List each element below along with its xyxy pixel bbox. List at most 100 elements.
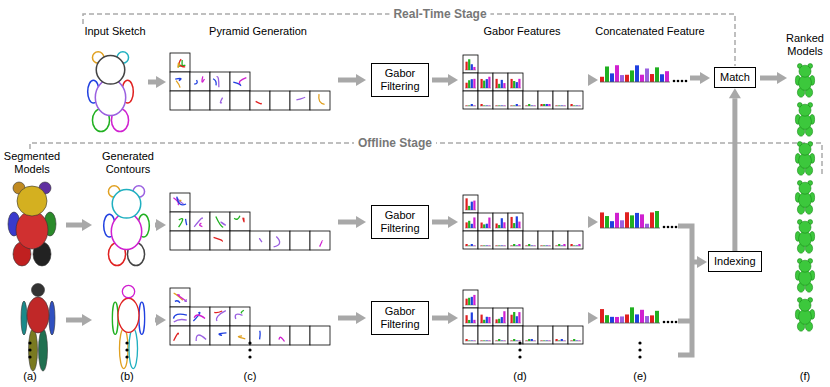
feature-bar [513, 223, 515, 228]
teddy-model [795, 103, 814, 137]
contour-fragment [179, 219, 183, 228]
contour-fragment [173, 314, 186, 319]
pyramid-cell [290, 231, 310, 250]
arrow-head [156, 76, 166, 88]
feature-bar [516, 245, 518, 247]
teddy-model [795, 142, 814, 176]
pyramid-cell [190, 231, 210, 250]
baseline [525, 341, 536, 342]
ellipsis-dot [671, 226, 674, 229]
baseline [510, 106, 521, 107]
baseline [495, 106, 506, 107]
contour-fragment [216, 217, 223, 228]
contour-fragment [194, 80, 197, 84]
ellipsis-dot [248, 348, 251, 351]
feature-bar [483, 224, 485, 228]
concat-bar [620, 316, 624, 323]
concat-bar [610, 221, 614, 228]
arrow [588, 312, 598, 324]
feature-cell [478, 91, 493, 109]
contour-fragment [235, 314, 242, 319]
feature-bar [468, 340, 470, 342]
feature-bar [546, 245, 548, 247]
arrow-shaft [155, 223, 156, 228]
concat-bar [650, 74, 654, 82]
feature-bar [466, 299, 468, 305]
feature-bar [498, 339, 500, 341]
feature-bar [513, 81, 515, 88]
feature-bar [481, 340, 483, 342]
ellipsis-dot [125, 355, 128, 358]
concat-bar [620, 220, 624, 228]
model-part [27, 297, 49, 333]
teddy-model [8, 182, 56, 266]
feature-bar [471, 79, 473, 88]
model-part [122, 285, 134, 297]
caption-label: (d) [513, 370, 526, 383]
baseline [600, 323, 660, 324]
feature-bar [501, 317, 503, 323]
pyramid-cell [250, 91, 270, 110]
feature-bar [541, 340, 543, 342]
pyramid-cell [190, 326, 210, 345]
feature-bar [468, 59, 470, 70]
feature-bar [516, 316, 518, 323]
feature-bar [503, 83, 505, 88]
pyramid-cell [310, 231, 330, 250]
ellipsis-dot [681, 80, 684, 83]
arrow-head [588, 312, 598, 324]
feature-bar [488, 317, 490, 323]
concat-bar [620, 75, 624, 82]
ellipsis-dot [667, 226, 670, 229]
teddy-model [104, 186, 150, 266]
contour-fragment [214, 311, 222, 313]
arrow-shaft [432, 220, 448, 225]
process-box: Indexing [708, 251, 762, 272]
contour-fragment [202, 76, 205, 82]
feature-bar [511, 245, 513, 247]
feature-bar [571, 244, 573, 246]
feature-bar [571, 340, 573, 342]
arrow-head [588, 74, 598, 86]
feature-bar [466, 222, 468, 228]
human-model [112, 285, 144, 368]
pyramid-cell [170, 288, 190, 307]
concat-bar [605, 216, 609, 228]
model-part [799, 182, 811, 194]
pyramid-cell [230, 91, 250, 110]
feature-bar [483, 105, 485, 107]
box-text: Indexing [714, 255, 756, 268]
feature-cell [493, 308, 508, 326]
contour-fragment [234, 216, 240, 219]
feature-cell [553, 91, 568, 109]
process-box: Gabor Filtering [371, 301, 429, 335]
feature-cell [523, 326, 538, 344]
feature-bar [481, 79, 483, 88]
feature-cell [523, 91, 538, 109]
feature-bar [496, 223, 498, 228]
ellipsis-dot [248, 341, 251, 344]
feature-bar [511, 217, 513, 228]
ellipsis-dot [125, 348, 128, 351]
feature-bar [541, 104, 543, 106]
caption-label: Generated Contours [96, 150, 160, 176]
feature-bar [558, 244, 560, 246]
connector [729, 88, 741, 251]
feature-bar [516, 104, 518, 106]
contour-fragment [238, 336, 245, 339]
feature-bar [543, 245, 545, 247]
concat-bar [610, 73, 614, 82]
box-text: Match [720, 71, 750, 84]
feature-bar [466, 105, 468, 107]
feature-cell [463, 73, 478, 91]
feature-bar [578, 340, 580, 342]
feature-bar [558, 340, 560, 342]
feature-bar [501, 218, 503, 228]
feature-bar [466, 62, 468, 70]
concat-bar [625, 75, 629, 82]
arrow [588, 74, 598, 86]
feature-bar [503, 311, 505, 323]
feature-bar [496, 79, 498, 88]
arrow-head [777, 72, 787, 84]
contour-fragment [177, 197, 186, 205]
